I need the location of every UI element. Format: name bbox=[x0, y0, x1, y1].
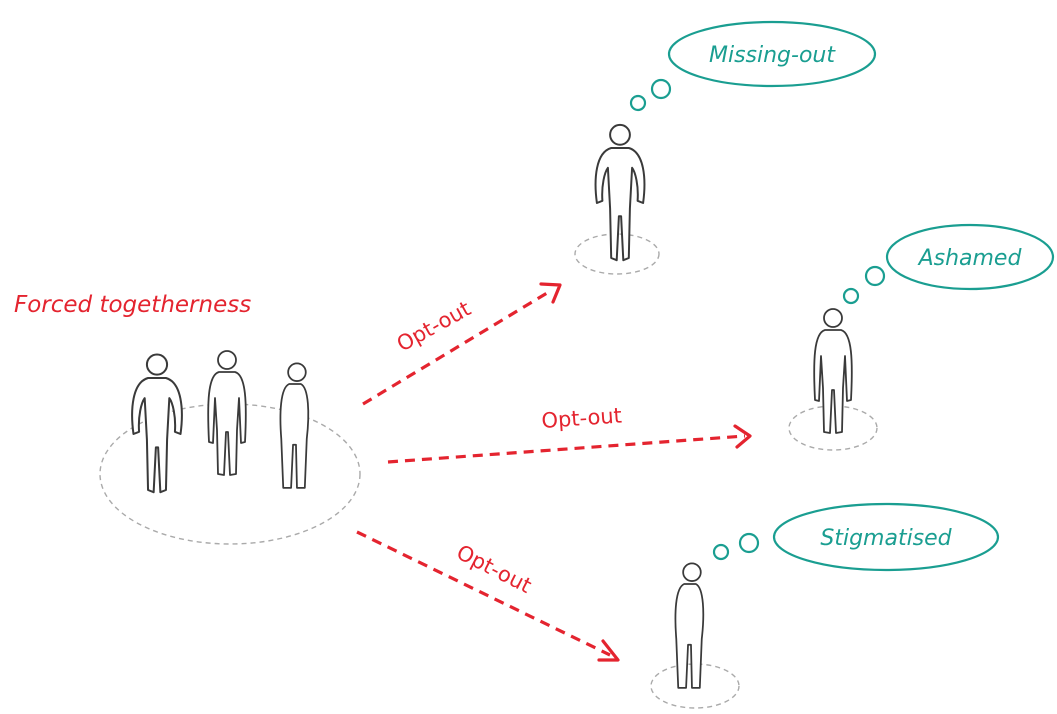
group-label: Forced togetherness bbox=[14, 292, 251, 318]
group-person-1 bbox=[131, 353, 183, 494]
group-person-3 bbox=[279, 362, 310, 489]
opt-out-arrow-2 bbox=[387, 424, 752, 464]
opt-out-label-3: Opt-out bbox=[453, 540, 536, 598]
individual-bottom bbox=[650, 562, 740, 709]
group-person-2 bbox=[207, 350, 247, 476]
person-middle bbox=[813, 308, 853, 434]
thought-bubble-ashamed: Ashamed bbox=[885, 223, 1055, 291]
thought-dots-middle bbox=[842, 265, 886, 305]
thought-dots-bottom bbox=[712, 532, 760, 561]
thought-label-ashamed: Ashamed bbox=[917, 246, 1023, 271]
ground-circle-top bbox=[574, 233, 660, 275]
opt-out-arrow-3 bbox=[356, 530, 620, 662]
thought-bubble-missing-out: Missing-out bbox=[667, 20, 877, 88]
opt-out-arrow-1 bbox=[362, 282, 562, 406]
thought-bubble-stigmatised: Stigmatised bbox=[772, 502, 1000, 572]
thought-label-stigmatised: Stigmatised bbox=[820, 526, 952, 551]
thought-label-missing-out: Missing-out bbox=[709, 43, 836, 68]
opt-out-label-2: Opt-out bbox=[541, 403, 623, 433]
ground-circle-middle bbox=[788, 405, 878, 451]
individual-top bbox=[574, 123, 660, 275]
person-bottom bbox=[674, 562, 705, 689]
ground-circle-bottom bbox=[650, 663, 740, 709]
individual-middle bbox=[788, 308, 878, 451]
thought-dots-top bbox=[629, 78, 672, 112]
person-top bbox=[594, 123, 646, 262]
group-cluster bbox=[99, 350, 361, 545]
opt-out-label-1: Opt-out bbox=[393, 296, 475, 356]
